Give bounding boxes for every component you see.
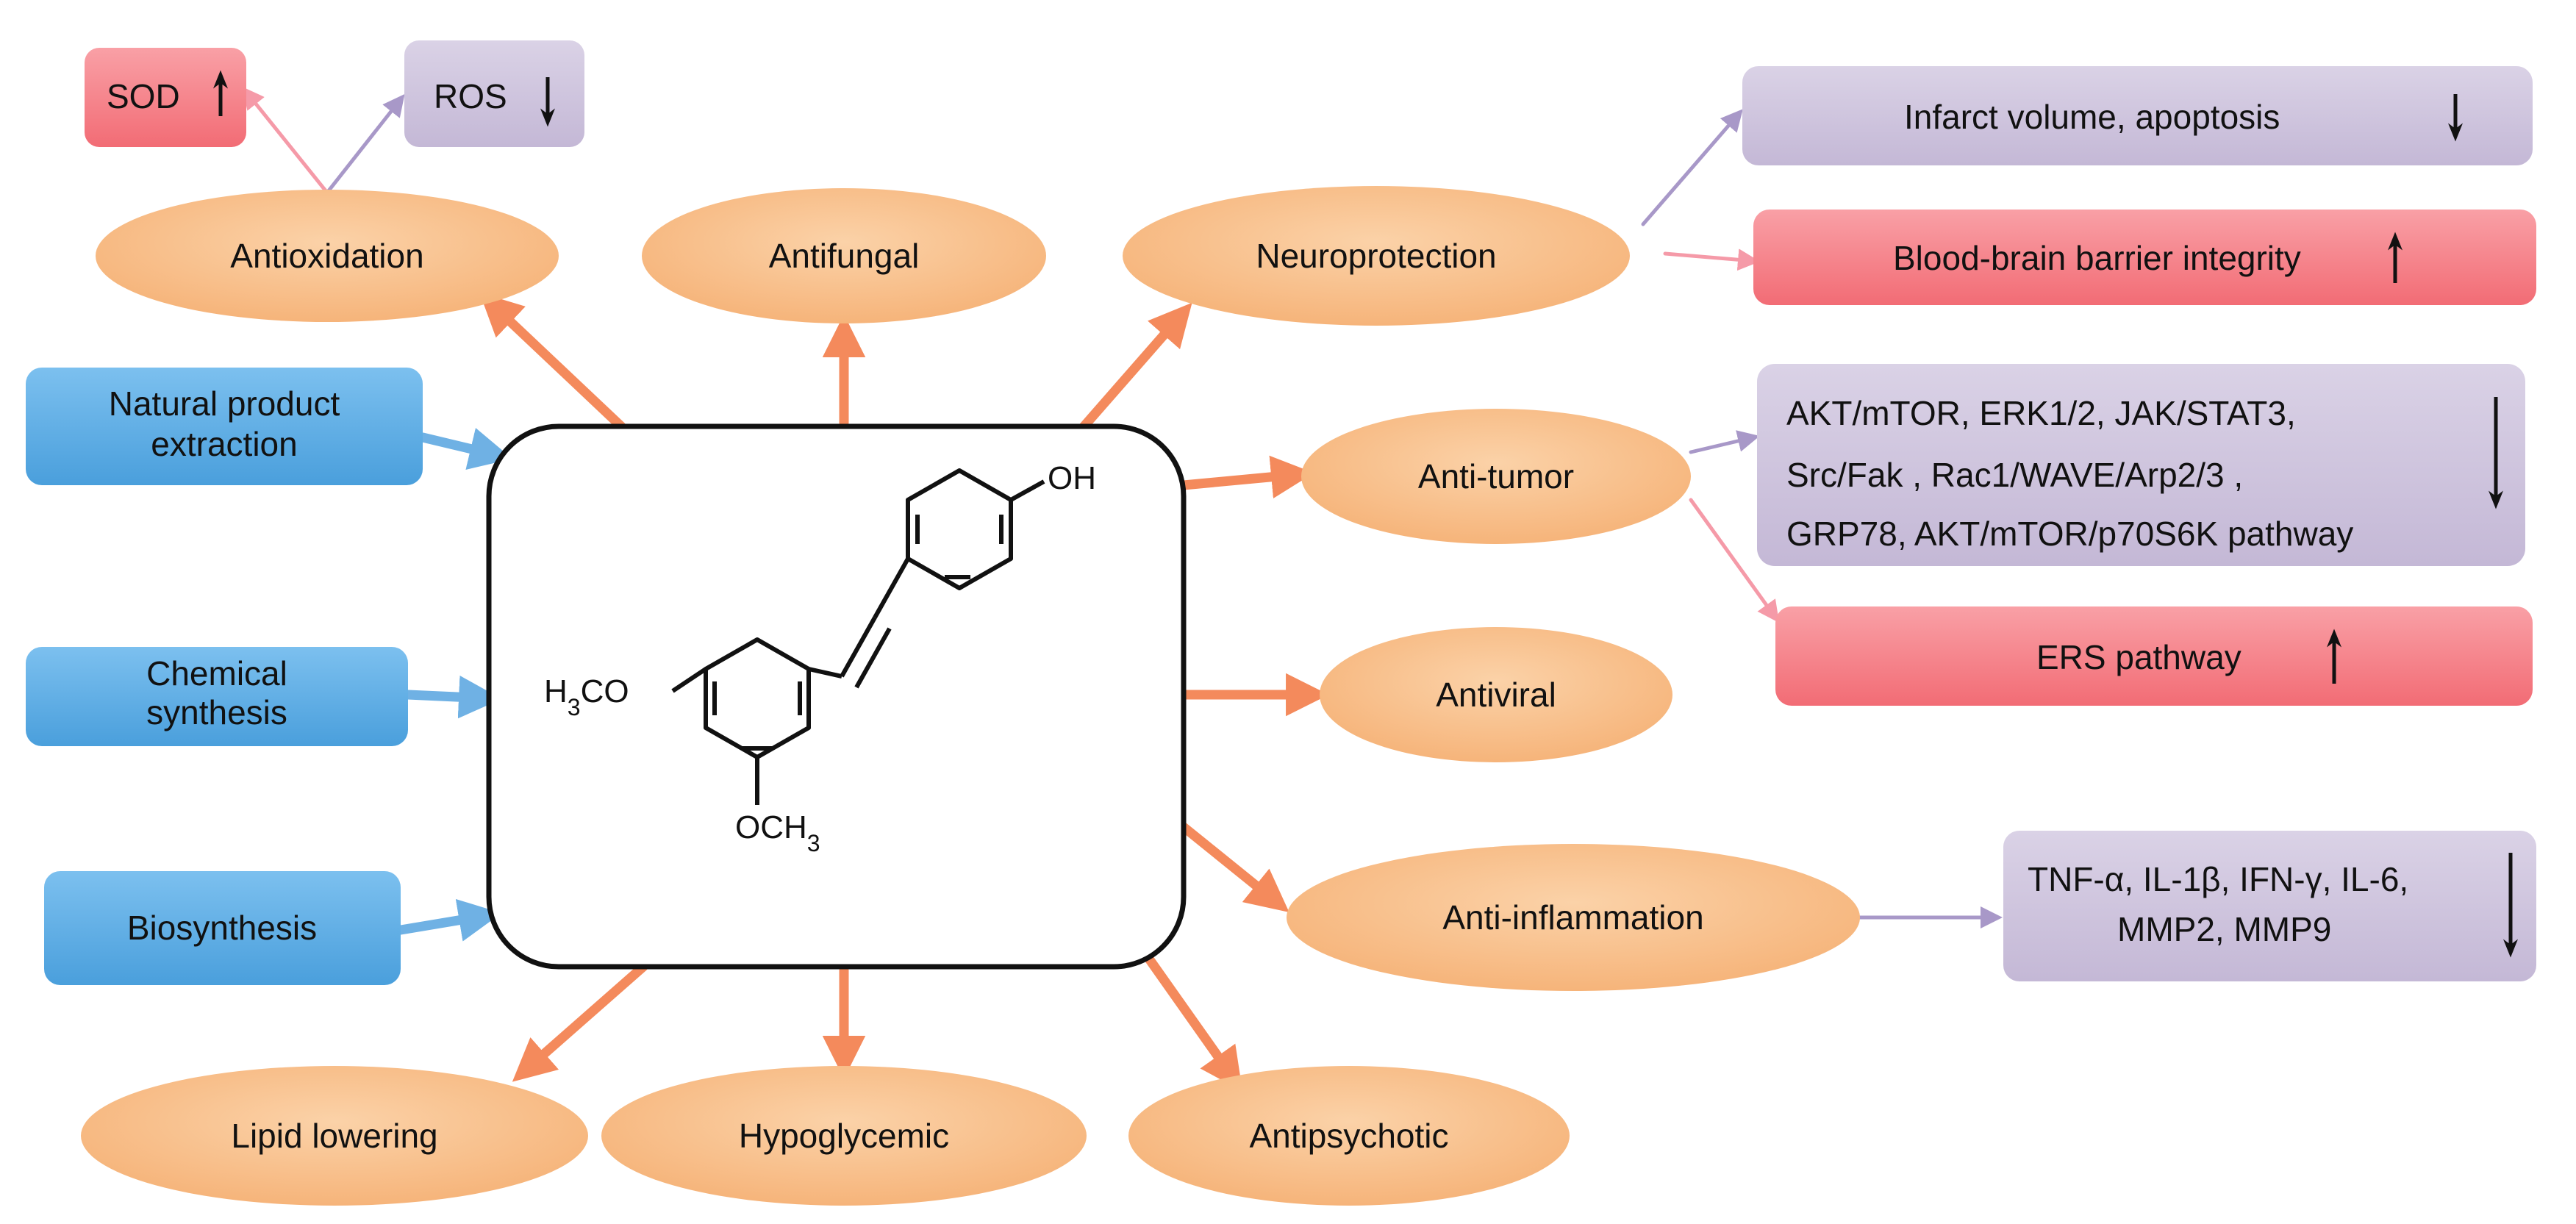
source-natural-line2: extraction — [151, 425, 297, 463]
pathway-line-1: AKT/mTOR, ERK1/2, JAK/STAT3, — [1786, 394, 2296, 432]
activity-antipsychotic: Antipsychotic — [1128, 1066, 1570, 1206]
cytokines-line-1: TNF-α, IL-1β, IFN-γ, IL-6, — [2028, 860, 2408, 898]
bbb-label: Blood-brain barrier integrity — [1893, 239, 2301, 277]
arrow-to-lipid — [512, 962, 648, 1082]
methoxy-left-label: H3CO — [544, 673, 629, 720]
hydroxyl-label: OH — [1048, 460, 1096, 496]
lipid-label: Lipid lowering — [231, 1117, 437, 1155]
cytokines-line-2: MMP2, MMP9 — [2117, 910, 2331, 948]
source-chemical-box: Chemical synthesis — [26, 647, 408, 746]
source-natural-box: Natural product extraction — [26, 368, 423, 485]
arrow-from-bio — [396, 898, 502, 942]
effect-infarct-box: Infarct volume, apoptosis — [1742, 66, 2533, 165]
activity-hypoglycemic: Hypoglycemic — [601, 1066, 1087, 1206]
methoxy-bottom-label: OCH3 — [735, 809, 820, 856]
effect-pathways-box: AKT/mTOR, ERK1/2, JAK/STAT3, Src/Fak , R… — [1757, 364, 2525, 566]
activity-antitumor: Anti-tumor — [1301, 409, 1691, 544]
arrow-to-sod — [242, 86, 329, 195]
activity-neuroprotection: Neuroprotection — [1123, 186, 1630, 326]
arrow-to-antiinflammation — [1178, 822, 1289, 913]
effect-arrows — [242, 86, 2003, 928]
antitumor-label: Anti-tumor — [1418, 457, 1574, 495]
arrow-to-pathways — [1689, 430, 1760, 454]
effect-ers-box: ERS pathway — [1775, 606, 2533, 706]
compound-structure-panel: OH H3CO OCH3 — [486, 423, 1187, 970]
activity-lipid: Lipid lowering — [81, 1066, 588, 1206]
activity-antiviral: Antiviral — [1320, 627, 1672, 762]
effect-ros-box: ROS — [404, 40, 584, 147]
source-chemical-line1: Chemical — [146, 654, 287, 692]
sod-label: SOD — [107, 77, 180, 115]
arrow-to-infarct — [1641, 109, 1743, 226]
activity-antiinflammation: Anti-inflammation — [1287, 844, 1860, 991]
arrow-to-antitumor — [1178, 455, 1314, 498]
hypoglycemic-label: Hypoglycemic — [739, 1117, 949, 1155]
effect-sod-box: SOD — [85, 48, 246, 147]
antioxidation-label: Antioxidation — [230, 237, 423, 275]
neuroprotection-label: Neuroprotection — [1256, 237, 1496, 275]
infarct-label: Infarct volume, apoptosis — [1904, 98, 2280, 136]
antiinflammation-label: Anti-inflammation — [1442, 898, 1703, 937]
source-chemical-line2: synthesis — [146, 693, 287, 731]
antifungal-label: Antifungal — [769, 237, 920, 275]
ers-label: ERS pathway — [2036, 638, 2242, 676]
activity-antifungal: Antifungal — [642, 188, 1046, 323]
arrow-to-antioxidation — [479, 292, 626, 432]
arrow-to-bbb — [1663, 248, 1760, 271]
pathway-line-3: GRP78, AKT/mTOR/p70S6K pathway — [1786, 515, 2353, 553]
arrow-from-chemical — [403, 675, 502, 719]
arrow-from-natural — [418, 428, 513, 470]
source-bio-label: Biosynthesis — [127, 909, 317, 947]
source-natural-line1: Natural product — [109, 384, 340, 423]
arrow-to-neuroprotection — [1076, 302, 1192, 435]
arrow-to-ers — [1689, 498, 1780, 623]
pathway-line-2: Src/Fak , Rac1/WAVE/Arp2/3 , — [1786, 456, 2243, 494]
source-arrows — [396, 428, 513, 942]
effect-bbb-box: Blood-brain barrier integrity — [1753, 210, 2536, 305]
arrow-to-antipsychotic — [1142, 951, 1243, 1092]
ros-label: ROS — [434, 77, 507, 115]
activity-antioxidation: Antioxidation — [96, 190, 559, 322]
activity-arrows — [479, 292, 1329, 1092]
arrow-to-ros — [325, 93, 405, 195]
antiviral-label: Antiviral — [1436, 676, 1556, 714]
chemical-structure-drawing — [671, 468, 1045, 805]
effect-cytokines-box: TNF-α, IL-1β, IFN-γ, IL-6, MMP2, MMP9 — [2003, 831, 2536, 981]
antipsychotic-label: Antipsychotic — [1249, 1117, 1448, 1155]
source-bio-box: Biosynthesis — [44, 871, 401, 985]
